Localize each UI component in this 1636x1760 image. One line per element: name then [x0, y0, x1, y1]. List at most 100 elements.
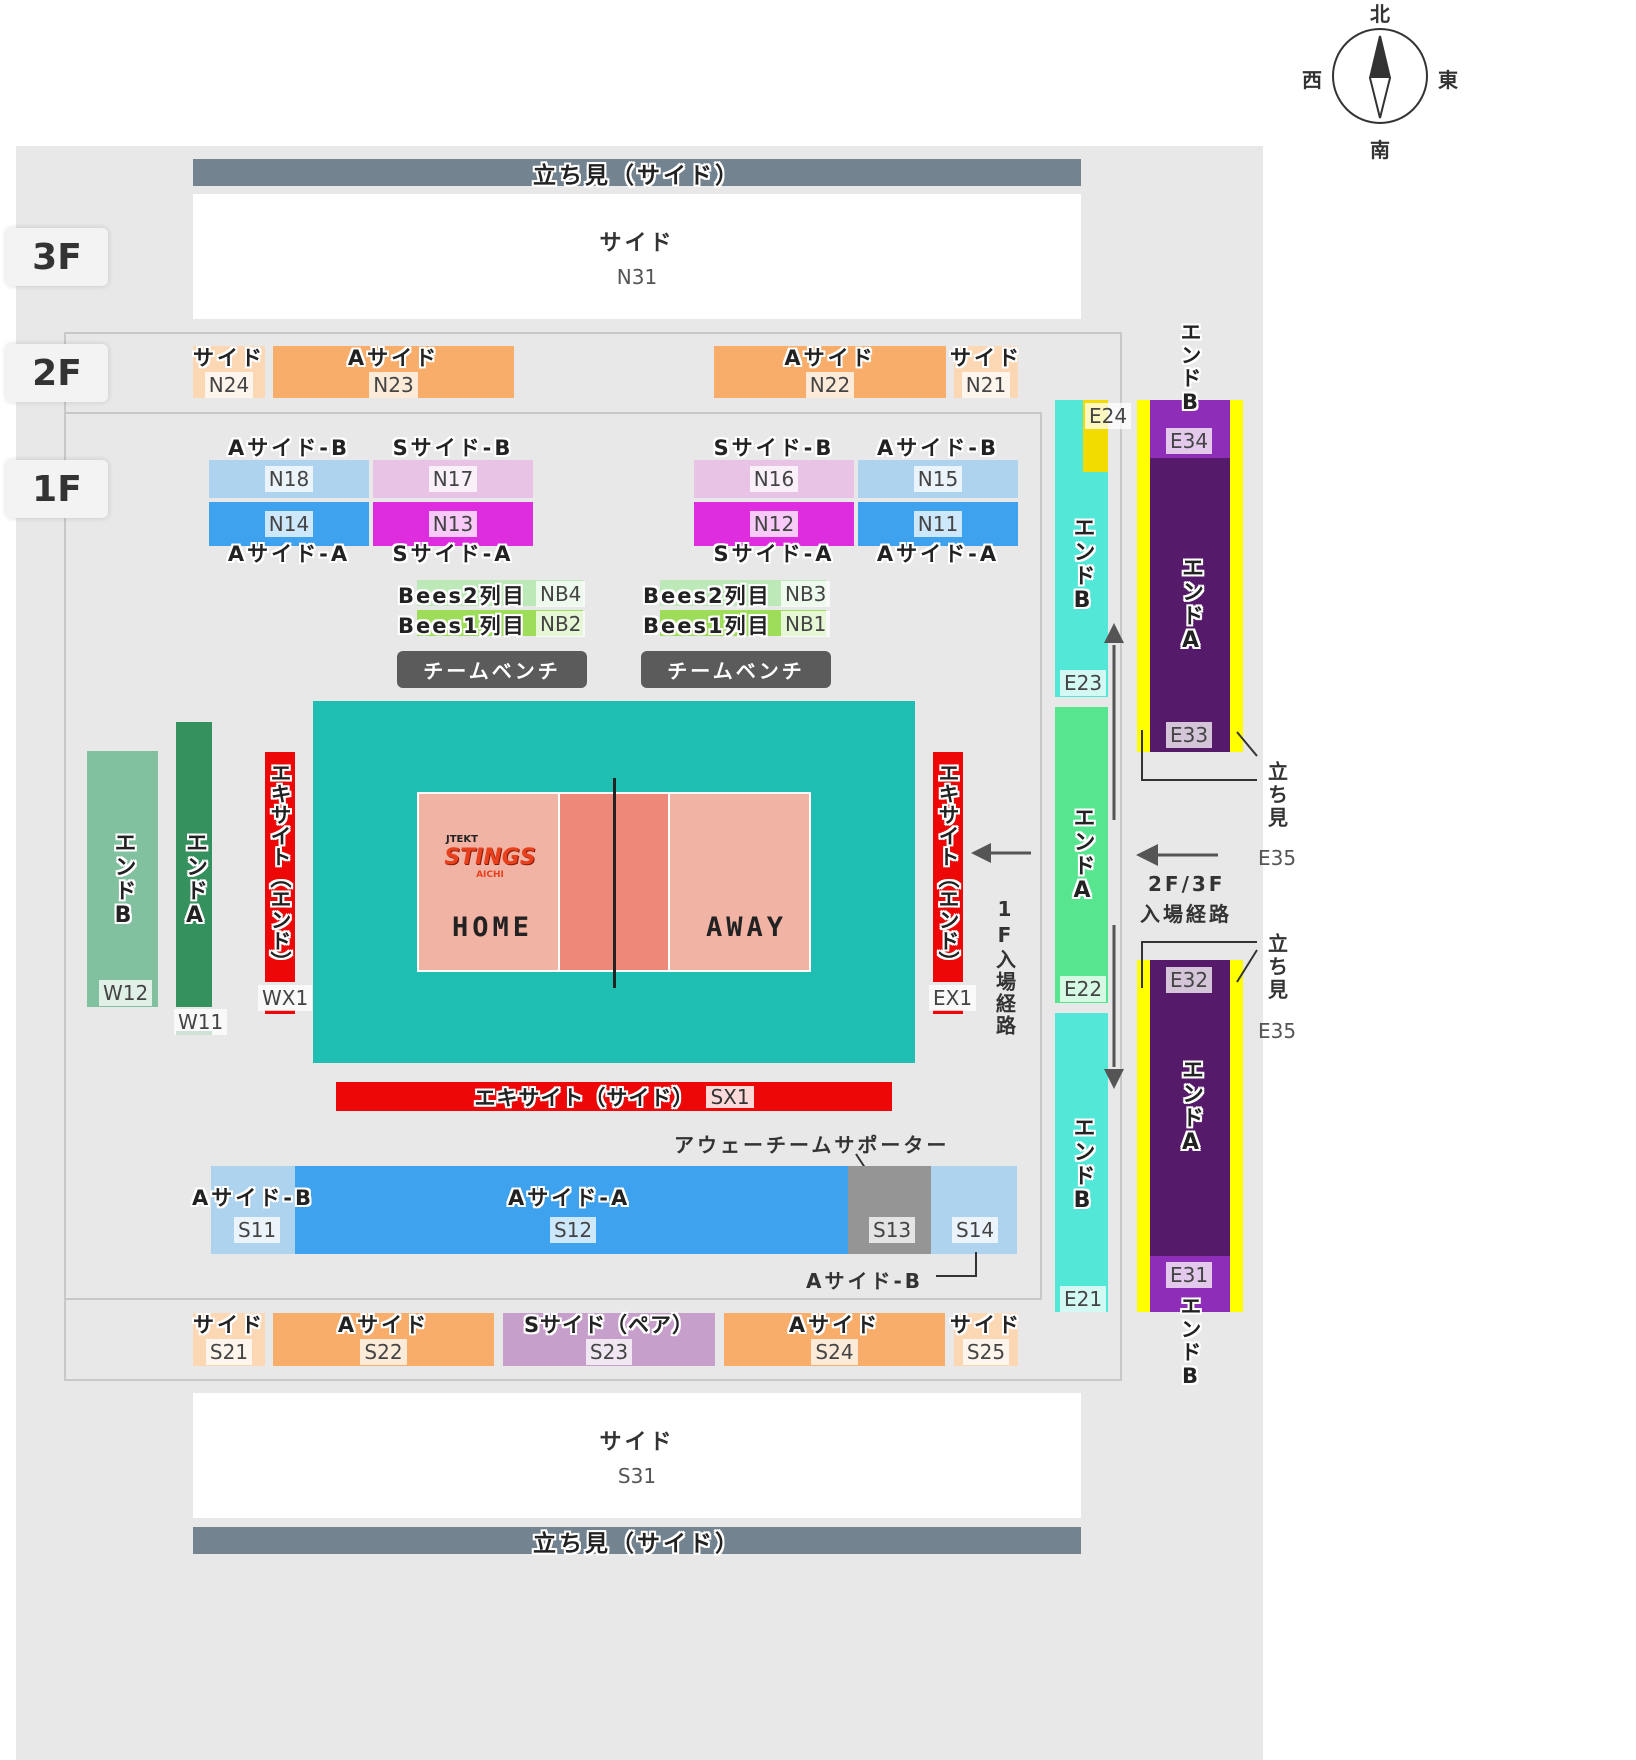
section-ex1[interactable] — [933, 752, 963, 982]
code-wx1: WX1 — [258, 985, 313, 1011]
code-e35-bottom: E35 — [1258, 1019, 1297, 1043]
code-w12: W12 — [99, 980, 153, 1006]
code-s14: S14 — [952, 1217, 999, 1243]
code-e24: E24 — [1085, 403, 1132, 429]
code-nb1: NB1 — [781, 611, 831, 637]
label-n18: Aサイド-B — [228, 436, 350, 460]
team-bench-left: チームベンチ — [397, 651, 587, 688]
code-ex1: EX1 — [929, 985, 977, 1011]
code-e22: E22 — [1060, 976, 1107, 1002]
section-s23-labels: Sサイド（ペア） S23 — [523, 1313, 695, 1365]
label-e21: エンドB — [1069, 1115, 1095, 1215]
route-2f3f-arrows-icon — [1104, 623, 1218, 1089]
compass-north: 北 — [1370, 2, 1393, 26]
compass-west: 西 — [1302, 68, 1325, 92]
code-nb3: NB3 — [781, 581, 831, 607]
label-nb4: Bees2列目 — [398, 584, 526, 608]
section-w11[interactable] — [176, 722, 212, 1007]
section-s25-labels: サイド S25 — [950, 1313, 1022, 1365]
label-n15: Aサイド-B — [877, 436, 999, 460]
label-e22: エンドA — [1069, 805, 1095, 905]
floor-tab-1f[interactable]: 1F — [6, 460, 108, 518]
route-1f-arrow-icon — [971, 843, 1031, 863]
section-n15[interactable]: N15 — [858, 460, 1018, 498]
route-2f3f-line2: 入場経路 — [1140, 902, 1232, 926]
code-e35-top: E35 — [1258, 846, 1297, 870]
code-e34: E34 — [1166, 428, 1213, 454]
standing-south[interactable]: 立ち見（サイド） — [193, 1527, 1081, 1557]
label-nb2: Bees1列目 — [398, 614, 526, 638]
team-logo: JTEKT STINGS AICHI — [444, 834, 536, 880]
court-net — [613, 778, 616, 988]
section-n14[interactable]: N14 — [209, 502, 369, 546]
compass-icon — [1332, 28, 1428, 124]
court-home-label: HOME — [452, 912, 534, 943]
section-n12[interactable]: N12 — [694, 502, 854, 546]
section-e33[interactable] — [1150, 458, 1230, 752]
label-wx1: エキサイト（エンド） — [268, 762, 292, 972]
section-n22-labels: Aサイド N22 — [784, 346, 876, 398]
section-e22[interactable] — [1055, 707, 1108, 1003]
section-n16[interactable]: N16 — [694, 460, 854, 498]
section-e32[interactable] — [1150, 960, 1230, 1256]
section-n11[interactable]: N11 — [858, 502, 1018, 546]
label-n16: Sサイド-B — [713, 436, 835, 460]
code-e33: E33 — [1166, 722, 1213, 748]
section-n21-labels: サイド N21 — [950, 346, 1022, 398]
label-nb3: Bees2列目 — [643, 584, 771, 608]
section-wx1[interactable] — [265, 752, 295, 982]
label-e31-bottom: エンドB — [1178, 1294, 1202, 1390]
label-e23: エンドB — [1069, 515, 1095, 615]
label-s14: Aサイド-B — [806, 1269, 924, 1293]
section-n17[interactable]: N17 — [373, 460, 533, 498]
compass: 北 南 西 東 — [1300, 0, 1470, 162]
code-nb2: NB2 — [536, 611, 586, 637]
standing-north[interactable]: 立ち見（サイド） — [193, 159, 1081, 189]
route-2f3f-line1: 2F/3F — [1148, 872, 1226, 896]
label-e32: エンドA — [1178, 1057, 1203, 1157]
label-n14: Aサイド-A — [227, 542, 351, 566]
code-s12: S12 — [550, 1217, 597, 1243]
s14-pointer — [936, 1252, 977, 1277]
route-1f-label: 1F入場経路 — [992, 897, 1017, 1037]
section-s31[interactable]: サイド S31 — [193, 1393, 1081, 1518]
floor-tab-2f[interactable]: 2F — [6, 344, 108, 402]
code-s13: S13 — [869, 1217, 916, 1243]
code-e31: E31 — [1166, 1262, 1213, 1288]
label-n13: Sサイド-A — [392, 542, 514, 566]
section-s22-labels: Aサイド S22 — [337, 1313, 430, 1365]
section-n31[interactable]: サイド N31 — [193, 194, 1081, 319]
section-w12[interactable] — [87, 751, 158, 1007]
compass-south: 南 — [1370, 138, 1393, 162]
code-s11: S11 — [234, 1217, 281, 1243]
section-n18[interactable]: N18 — [209, 460, 369, 498]
label-e33: エンドA — [1178, 555, 1203, 655]
label-w11: エンドA — [182, 830, 207, 930]
section-s21-labels: サイド S21 — [193, 1313, 265, 1365]
section-s24-labels: Aサイド S24 — [788, 1313, 881, 1365]
section-n24-labels: サイド N24 — [193, 346, 265, 398]
ex1-underline — [933, 1010, 963, 1014]
section-e21[interactable] — [1055, 1013, 1108, 1312]
stings-logo-icon: STINGS — [444, 845, 536, 870]
standing-east-bottom-label: 立ち見 — [1264, 932, 1289, 1002]
compass-east: 東 — [1438, 68, 1461, 92]
floor-tab-3f[interactable]: 3F — [6, 228, 108, 286]
code-w11: W11 — [174, 1009, 228, 1035]
standing-east-top-label: 立ち見 — [1264, 760, 1289, 830]
floor-1f-outline — [64, 412, 1042, 1300]
code-e32: E32 — [1166, 967, 1213, 993]
label-n11: Aサイド-A — [876, 542, 1000, 566]
section-sx1[interactable]: エキサイト（サイド） SX1 — [336, 1082, 892, 1111]
label-nb1: Bees1列目 — [643, 614, 771, 638]
standing-bottom-pointer — [1141, 941, 1258, 988]
label-e34-top: エンドB — [1178, 320, 1202, 416]
wx1-underline — [265, 1010, 295, 1014]
label-w12: エンドB — [110, 830, 136, 930]
standing-top-pointer — [1141, 730, 1258, 781]
section-n23-labels: Aサイド N23 — [347, 346, 440, 398]
label-ex1: エキサイト（エンド） — [936, 762, 960, 972]
label-s11: Aサイド-B — [192, 1186, 314, 1210]
section-n13[interactable]: N13 — [373, 502, 533, 546]
code-e21: E21 — [1060, 1286, 1107, 1312]
